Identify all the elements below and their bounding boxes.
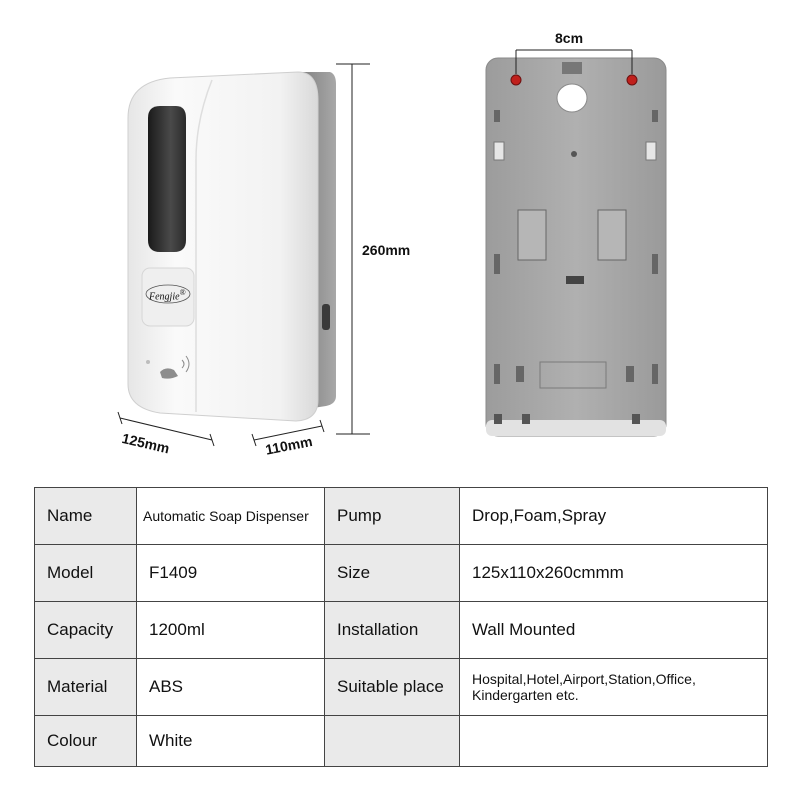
spec-table: Name Automatic Soap Dispenser Pump Drop,…: [34, 487, 768, 767]
spec-value: White: [136, 715, 325, 767]
backplate-hole: [556, 83, 588, 113]
spec-value: 1200ml: [136, 601, 325, 659]
brand-registered-mark: ®: [179, 288, 186, 297]
backplate-rear-view: [485, 57, 667, 437]
spec-label: Size: [324, 544, 460, 602]
dispenser-front-view: [127, 71, 336, 422]
product-illustration: [117, 49, 667, 447]
spec-label: Capacity: [34, 601, 137, 659]
table-row: Material ABS Suitable place Hospital,Hot…: [34, 658, 768, 716]
spec-value: Wall Mounted: [459, 601, 768, 659]
height-dimension-line: [336, 63, 370, 435]
spec-label: [324, 715, 460, 767]
depth-dimension-line: [251, 419, 325, 447]
fengjie-logo: [145, 284, 191, 304]
table-row: Capacity 1200ml Installation Wall Mounte…: [34, 601, 768, 659]
mount-screw-icon: [626, 74, 638, 86]
width-dimension-line: [117, 411, 215, 447]
spec-label: Model: [34, 544, 137, 602]
mount-screw-icon: [510, 74, 522, 86]
height-label: 260mm: [362, 242, 411, 258]
mount-spacing-label: 8cm: [555, 30, 584, 46]
spec-label: Installation: [324, 601, 460, 659]
table-row: Name Automatic Soap Dispenser Pump Drop,…: [34, 487, 768, 545]
spec-label: Colour: [34, 715, 137, 767]
sensor-dot: [146, 360, 150, 364]
spec-value: ABS: [136, 658, 325, 716]
spec-value: Hospital,Hotel,Airport,Station,Office, K…: [459, 658, 768, 716]
mount-spacing-dimension-line: [515, 49, 633, 74]
dispenser-front-bevel: [195, 79, 213, 412]
spec-value: F1409: [136, 544, 325, 602]
hand-sensor-icon: [160, 355, 190, 379]
spec-label: Pump: [324, 487, 460, 545]
brand-name: Fengjie: [149, 291, 180, 303]
table-row: Model F1409 Size 125x110x260cmmm: [34, 544, 768, 602]
spec-value: [459, 715, 768, 767]
spec-label: Name: [34, 487, 137, 545]
side-key-slot: [322, 304, 330, 330]
spec-label: Material: [34, 658, 137, 716]
spec-value: 125x110x260cmmm: [459, 544, 768, 602]
backplate-body: [485, 57, 667, 437]
brand-logo-text: Fengjie®: [149, 288, 186, 302]
table-row: Colour White: [34, 715, 768, 767]
logo-plate: [141, 267, 195, 327]
ce-marking: [539, 361, 607, 389]
spec-value: Automatic Soap Dispenser: [136, 487, 325, 545]
spec-value: Drop,Foam,Spray: [459, 487, 768, 545]
dispenser-window: [148, 106, 186, 252]
spec-label: Suitable place: [324, 658, 460, 716]
